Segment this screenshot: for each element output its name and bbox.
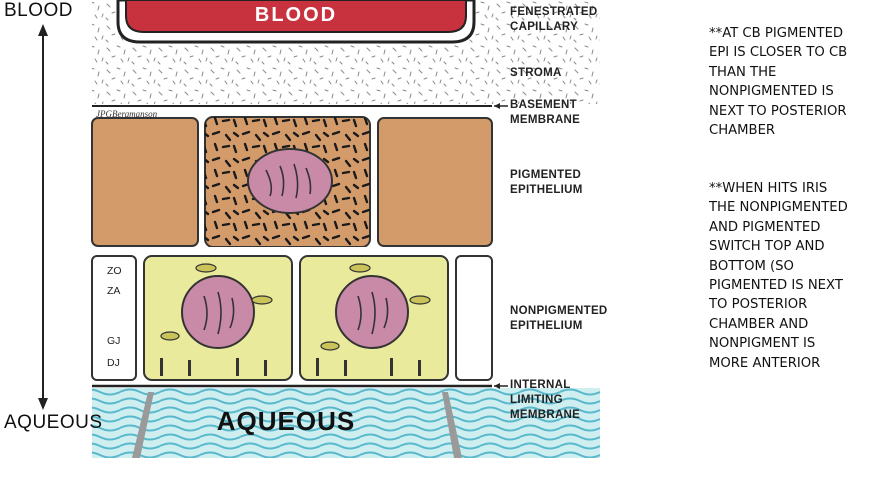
arrow-up-icon [38,24,48,36]
label-stroma: STROMA [510,67,562,79]
label-fenestrated-capillary: FENESTRATED CAPILLARY [510,6,598,33]
zonule-fiber-left [132,392,154,458]
pigmented-nucleus [247,148,333,214]
aqueous-label: AQUEOUS [217,406,355,436]
mitochondria [160,263,431,351]
junction-dj-label: DJ [107,357,120,369]
label-pigmented-epithelium: PIGMENTED EPITHELIUM [510,169,583,196]
label-nonpigmented-epithelium: NONPIGMENTED EPITHELIUM [510,305,608,332]
credit-label: JPGBergmanson [96,109,158,119]
note-iris: **WHEN HITS IRIS THE NONPIGMENTED AND PI… [709,179,889,373]
intercellular-gap [92,247,492,255]
junction-za-label: ZA [107,285,120,297]
arrow-left-icon [494,103,500,109]
arrow-down-icon [38,398,48,410]
label-internal-limiting-membrane: INTERNAL LIMITING MEMBRANE [510,379,581,421]
nonpigmented-edge-right [455,255,493,381]
zonule-fiber-right [442,392,462,458]
pigmented-chromatin [265,163,312,199]
nonpigmented-chromatin [203,291,389,335]
pigmented-cell-left [91,117,199,247]
note-ciliary-body: **AT CB PIGMENTED EPI IS CLOSER TO CB TH… [709,24,889,140]
nonpigmented-edge-left [91,255,137,381]
basal-infoldings [160,358,421,376]
junction-zo-label: ZO [107,265,122,277]
blood-lumen [125,0,467,33]
label-basement-membrane: BASEMENT MEMBRANE [510,99,581,126]
nonpigmented-nucleus-left [181,275,255,349]
side-label-blood: BLOOD [4,0,74,21]
blood-label: BLOOD [255,4,337,26]
side-label-aqueous: AQUEOUS [4,412,103,433]
note-iris-text: **WHEN HITS IRIS THE NONPIGMENTED AND PI… [709,181,848,371]
junction-gj-label: GJ [107,335,120,347]
aqueous-waves [92,388,600,458]
note-ciliary-body-text: **AT CB PIGMENTED EPI IS CLOSER TO CB TH… [709,26,848,139]
arrow-left-icon [494,383,500,389]
nonpigmented-nucleus-right [335,275,409,349]
pigmented-cell-right [377,117,493,247]
